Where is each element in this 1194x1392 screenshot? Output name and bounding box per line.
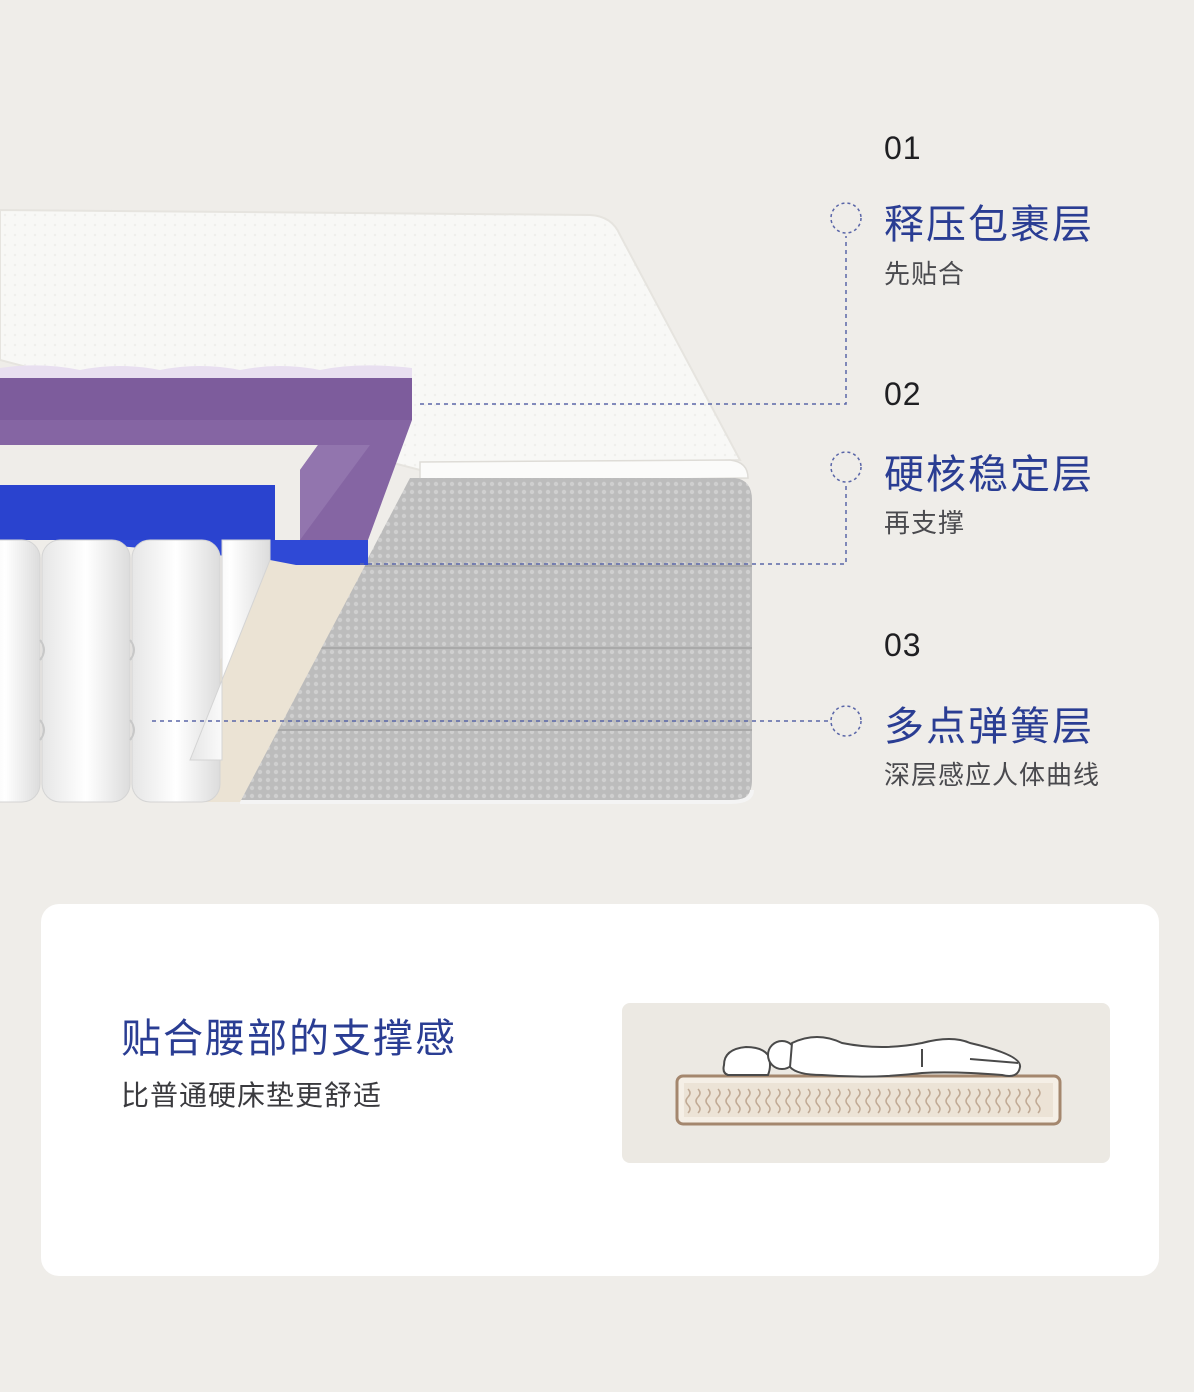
callout-lines — [152, 202, 862, 737]
dashed-circle-marker-icon — [830, 705, 862, 737]
layer-2-number: 02 — [884, 376, 922, 412]
sleeper-illustration-panel — [622, 1003, 1110, 1163]
layer-1-desc: 先贴合 — [884, 260, 966, 290]
dashed-circle-marker-icon — [830, 202, 862, 234]
layer-3-title: 多点弹簧层 — [884, 704, 1094, 750]
dashed-circle-marker-icon — [830, 451, 862, 483]
feature-card-title: 贴合腰部的支撑感 — [121, 1016, 457, 1062]
layer-1-title: 释压包裹层 — [884, 202, 1094, 248]
mattress-edge-band — [419, 459, 749, 483]
layer-2-desc: 再支撑 — [884, 509, 966, 539]
layer-2-title: 硬核稳定层 — [884, 452, 1094, 498]
mattress-cross-section-illustration — [0, 208, 754, 804]
layer-3-number: 03 — [884, 627, 922, 663]
layer-3-desc: 深层感应人体曲线 — [884, 761, 1101, 791]
pocket-springs — [0, 539, 271, 803]
layer-1-number: 01 — [884, 130, 922, 166]
feature-card: 贴合腰部的支撑感 比普通硬床垫更舒适 — [41, 904, 1159, 1276]
feature-card-subtitle: 比普通硬床垫更舒适 — [121, 1079, 383, 1112]
sleeper-on-mattress-icon — [675, 1036, 1062, 1126]
